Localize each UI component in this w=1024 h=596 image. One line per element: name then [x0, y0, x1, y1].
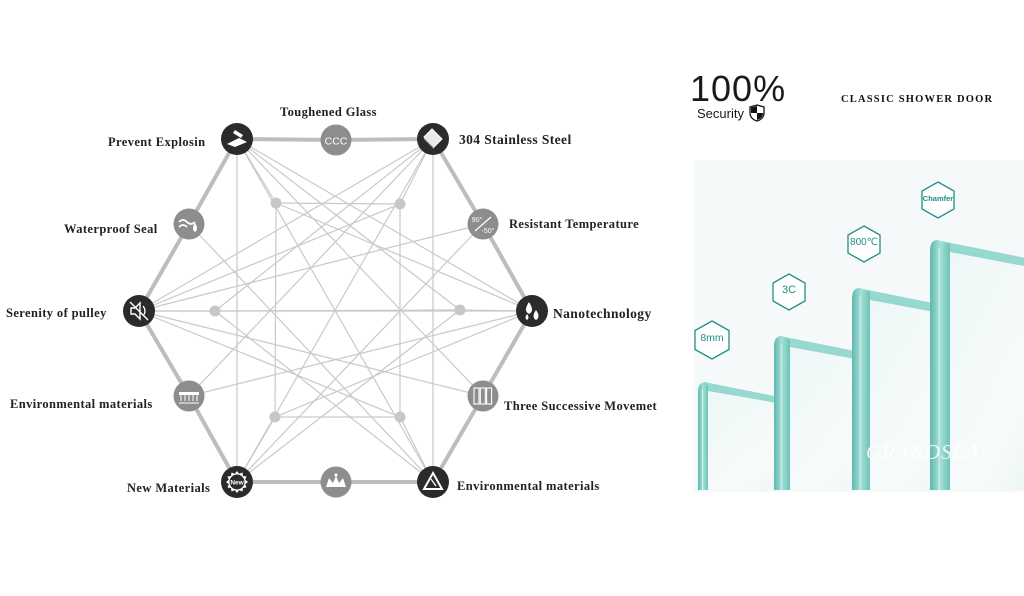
steel-plate-icon	[417, 123, 449, 155]
network-node-dot	[394, 198, 406, 210]
temperature-high: 90°	[472, 216, 483, 224]
temperature-icon: 90° -50°	[467, 208, 499, 240]
outer-edge	[137, 222, 191, 313]
network-line	[188, 310, 533, 397]
badge-text: New	[230, 480, 244, 487]
network-line	[138, 310, 401, 418]
network-line	[275, 202, 401, 205]
temperature-slash	[474, 216, 492, 232]
glass-top-edge	[936, 240, 1024, 267]
brand-watermark: GRANDSEA	[866, 440, 981, 464]
glass-side-edge	[774, 336, 790, 490]
glass-face	[950, 248, 1024, 490]
network-node-dot	[209, 305, 221, 317]
outer-edge	[137, 309, 191, 398]
drop-shape	[533, 310, 539, 320]
outer-edge	[431, 394, 485, 484]
ccc-certification-icon: CCC	[320, 124, 352, 156]
outer-edge	[481, 309, 534, 398]
mute-speaker-icon	[123, 295, 155, 327]
wave-line	[178, 219, 196, 225]
outer-edge	[431, 137, 485, 226]
mute-slash	[129, 301, 149, 321]
product-title: CLASSIC SHOWER DOOR	[841, 94, 994, 105]
temperature-low: -50°	[482, 227, 495, 235]
feature-network-diagram: CCC 90° -50° New	[123, 123, 548, 498]
hammer-head	[233, 130, 243, 138]
network-line	[274, 310, 533, 418]
security-label: Security	[697, 106, 744, 121]
label-new-materials: New Materials	[127, 481, 211, 495]
security-percent: 100%	[690, 68, 787, 109]
label-serenity-of-pulley: Serenity of pulley	[6, 306, 107, 320]
drop-shape	[526, 302, 532, 314]
badge-800c: 800℃	[846, 225, 882, 263]
label-stainless-steel: 304 Stainless Steel	[459, 132, 572, 147]
svg-text:CCC: CCC	[325, 136, 348, 148]
glass-pane	[930, 240, 1024, 490]
door-panel	[473, 387, 480, 405]
badge-3c: 3C	[771, 273, 807, 311]
glass-side-edge	[852, 288, 870, 490]
network-line	[138, 203, 401, 312]
network-node-dot	[269, 411, 281, 423]
recycle-triangle	[422, 470, 444, 490]
outer-edge	[481, 222, 534, 313]
water-drops-icon	[516, 295, 548, 327]
glass-thickness-illustration	[694, 160, 1024, 492]
icon-circle	[516, 295, 548, 327]
drop-shape	[193, 223, 197, 232]
speaker-shape	[130, 301, 141, 321]
icon-circle	[467, 380, 499, 412]
ruler-bar	[179, 392, 199, 395]
drop-shape	[525, 314, 529, 320]
network-node-dot	[270, 197, 282, 209]
network-lines	[137, 137, 534, 484]
water-seal-icon	[173, 208, 205, 240]
network-node-dot	[454, 304, 466, 316]
outer-edge	[187, 394, 239, 484]
label-environmental-materials-left: Environmental materials	[10, 397, 153, 411]
door-panels-icon	[467, 380, 499, 412]
label-toughened-glass: Toughened Glass	[280, 105, 377, 119]
label-three-successive-movement: Three Successive Movemet	[504, 399, 658, 413]
outer-edge	[334, 137, 435, 142]
steel-plate-side	[424, 137, 434, 149]
network-node-dot	[394, 411, 406, 423]
security-shield-icon	[749, 104, 765, 122]
network-line	[214, 309, 461, 312]
badge-inner	[229, 474, 245, 490]
glass-side-edge	[930, 240, 950, 490]
badge-8mm: 8mm	[693, 320, 731, 360]
label-prevent-explosion: Prevent Explosin	[108, 135, 206, 149]
network-line	[138, 138, 434, 312]
label-resistant-temperature: Resistant Temperature	[509, 217, 640, 231]
door-panel	[486, 387, 493, 405]
recycle-arrow	[430, 478, 437, 487]
network-line	[188, 223, 434, 483]
recycle-icon	[417, 466, 449, 498]
glass-shard	[227, 138, 247, 147]
ruler-icon	[173, 380, 205, 412]
network-line	[236, 223, 484, 483]
label-nanotechnology: Nanotechnology	[553, 306, 652, 321]
outer-edge	[235, 137, 338, 142]
door-panel	[479, 387, 486, 405]
network-line	[275, 202, 533, 312]
network-line	[138, 223, 484, 312]
glass-panes	[698, 240, 1024, 490]
label-waterproof-seal: Waterproof Seal	[64, 222, 158, 236]
label-environmental-materials-right: Environmental materials	[457, 479, 600, 493]
wave-line	[178, 224, 188, 228]
crown-quality-icon	[320, 466, 352, 498]
badge-chamfer: Chamfer	[920, 181, 956, 219]
outer-edge	[187, 137, 239, 226]
network-line	[274, 202, 277, 418]
new-badge-icon: New	[221, 466, 253, 498]
network-dots	[209, 197, 466, 423]
explosion-icon	[221, 123, 253, 155]
